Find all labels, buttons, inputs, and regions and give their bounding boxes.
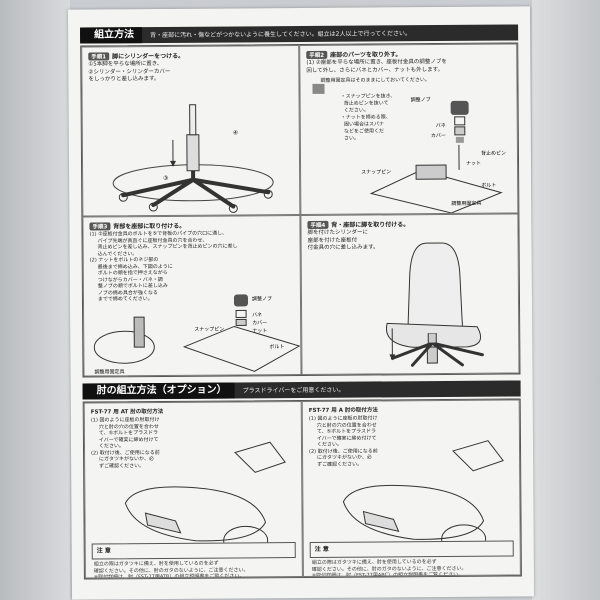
- seat-parts-illustration: 調整ノブ バネ カバー 背止めピン ナット スナップピン ボルト 調整用固定具: [312, 83, 506, 214]
- section-note: 背・座部に汚れ・傷などがつかないように養生してください。組立は2人以上で行ってく…: [150, 30, 412, 40]
- background-right: [532, 0, 600, 600]
- armrest-a-footnote: 組立の際はガタツキに備え、肘を使用しているのを必ず 確認ください。その他に、肘の…: [311, 559, 467, 577]
- step-badge: 手順3: [89, 222, 111, 231]
- base-cylinder-illustration: ④ ③: [112, 104, 274, 213]
- armrest-at-illustration: [124, 441, 286, 544]
- armrest-at-title: FST-77 用 AT 肘の取付方法: [90, 408, 164, 416]
- label-fixture: 調整用固定具: [94, 368, 124, 375]
- section-note: プラスドライバーをご用意ください。: [242, 386, 345, 395]
- armrest-a-illustration: [342, 440, 504, 542]
- svg-text:④: ④: [233, 129, 238, 136]
- label-snap-pin: スナップピン: [361, 169, 391, 175]
- label-spring: バネ: [436, 123, 446, 129]
- label-cover: カバー: [431, 133, 446, 139]
- back-attach-illustration: 調整ノブ バネ カバー ナット ボルト スナップピン 調整用固定具: [93, 294, 301, 375]
- step-2-text: (1) ②座部を平らな場所に置き、座板付金具の調整ノブを 回して外し、さらにバネ…: [306, 58, 447, 74]
- background-left: [0, 0, 70, 600]
- armrest-a-title: FST-77 用 A 肘の取付方法: [308, 407, 378, 414]
- armrest-grid: FST-77 用 AT 肘の取付方法 (1) 図のように座板の肘取付け 穴と肘の…: [82, 398, 522, 580]
- label-knob: 調整ノブ: [252, 295, 272, 302]
- caution-label: 注 意: [314, 545, 329, 553]
- step-title: 脚にシリンダーをつける。: [112, 52, 185, 61]
- step-badge: 手順2: [306, 50, 328, 59]
- label-cover: カバー: [252, 320, 267, 326]
- label-snap-pin: スナップピン: [194, 327, 224, 333]
- section-header-armrest: 肘の組立方法（オプション） プラスドライバーをご用意ください。: [82, 380, 521, 400]
- label-knob: 調整ノブ: [411, 96, 431, 103]
- svg-text:③: ③: [163, 175, 168, 182]
- step-title: 背部を座部に取り付ける。: [113, 222, 186, 231]
- label-bolt: ボルト: [481, 182, 496, 189]
- label-backpin: 背止めピン: [481, 150, 506, 157]
- label-bolt: ボルト: [269, 343, 284, 350]
- instruction-sheet: 組立方法背・座部に汚れ・傷などがつかないように養生してください。組立は2人以上で…: [67, 6, 535, 600]
- step-badge: 手順1: [88, 52, 110, 61]
- armrest-at-footnote: 組立の際はガタツキに備え、肘を使用しているのを必ず 確認ください。その他に、肘の…: [93, 560, 249, 579]
- label-nut: ナット: [466, 161, 481, 167]
- caution-box: 注 意: [91, 542, 296, 560]
- section-title: 肘の組立方法（オプション）: [82, 382, 235, 400]
- label-spring: バネ: [252, 312, 262, 318]
- section-title: 組立方法: [80, 27, 143, 44]
- step-1-text: ①5本脚を平らな場所に置き、 ②シリンダー・シリンダーカバー をしっかりと差し込…: [88, 60, 171, 83]
- caution-box: 注 意: [309, 540, 514, 558]
- base-illustration: [390, 332, 484, 367]
- section-header-assembly: 組立方法背・座部に汚れ・傷などがつかないように養生してください。組立は2人以上で…: [80, 24, 519, 44]
- step-title: 座部のパーツを取り外す。: [330, 51, 402, 59]
- label-fixture: 調整用固定具: [451, 200, 481, 207]
- armrest-at-panel: FST-77 用 AT 肘の取付方法 (1) 図のように座板の肘取付け 穴と肘の…: [83, 400, 303, 579]
- chair-assembled-illustration: [385, 242, 482, 364]
- armrest-a-panel: FST-77 用 A 肘の取付方法 (1) 図のように座板の肘取付け 穴と肘の穴…: [301, 399, 521, 577]
- caution-label: 注 意: [96, 547, 111, 555]
- label-nut: ナット: [252, 328, 267, 334]
